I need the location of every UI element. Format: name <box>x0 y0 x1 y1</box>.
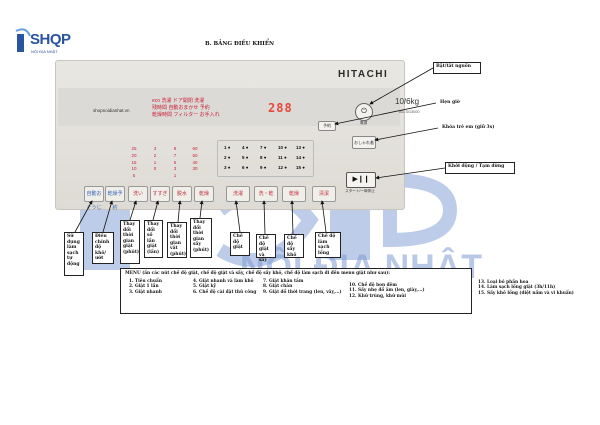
callout-mode-wash-dry: Chế độ giặt và sấy <box>256 234 276 258</box>
callout-mode-clean: Chế độ làm sạch lồng <box>315 232 341 258</box>
callout-start: Khởi động / Tạm dừng <box>445 162 515 174</box>
callout-timer: Hẹn giờ <box>438 99 478 108</box>
callout-mode-dry: Chế độ sấy khô <box>284 234 304 258</box>
callout-dry-time: Thay đổi thời gian sấy (phút) <box>190 218 212 258</box>
menu-legend-box: MENU (ấn các nút chế độ giặt, chế độ giặ… <box>120 268 472 314</box>
callout-mode-wash: Chế độ giặt <box>230 232 250 256</box>
callout-rinse: Thay đổi số lần giặt (lần) <box>144 220 163 258</box>
callout-power: Bật/tắt nguồn <box>433 62 481 74</box>
callout-spin: Thay đổi thời gian vắt (phút) <box>167 222 187 258</box>
callout-child-lock: Khóa trẻ em (giữ 3s) <box>440 124 510 133</box>
callout-wash-time: Thay đổi thời gian giặt (phút) <box>120 220 140 264</box>
legend-heading: MENU (ấn các nút chế độ giặt, chế độ giặ… <box>125 271 465 276</box>
callout-dry-adjust: Điều chỉnh độ khô/ướt <box>92 232 114 264</box>
callout-auto-clean: Sử dụng làm sạch tự động <box>64 232 84 276</box>
